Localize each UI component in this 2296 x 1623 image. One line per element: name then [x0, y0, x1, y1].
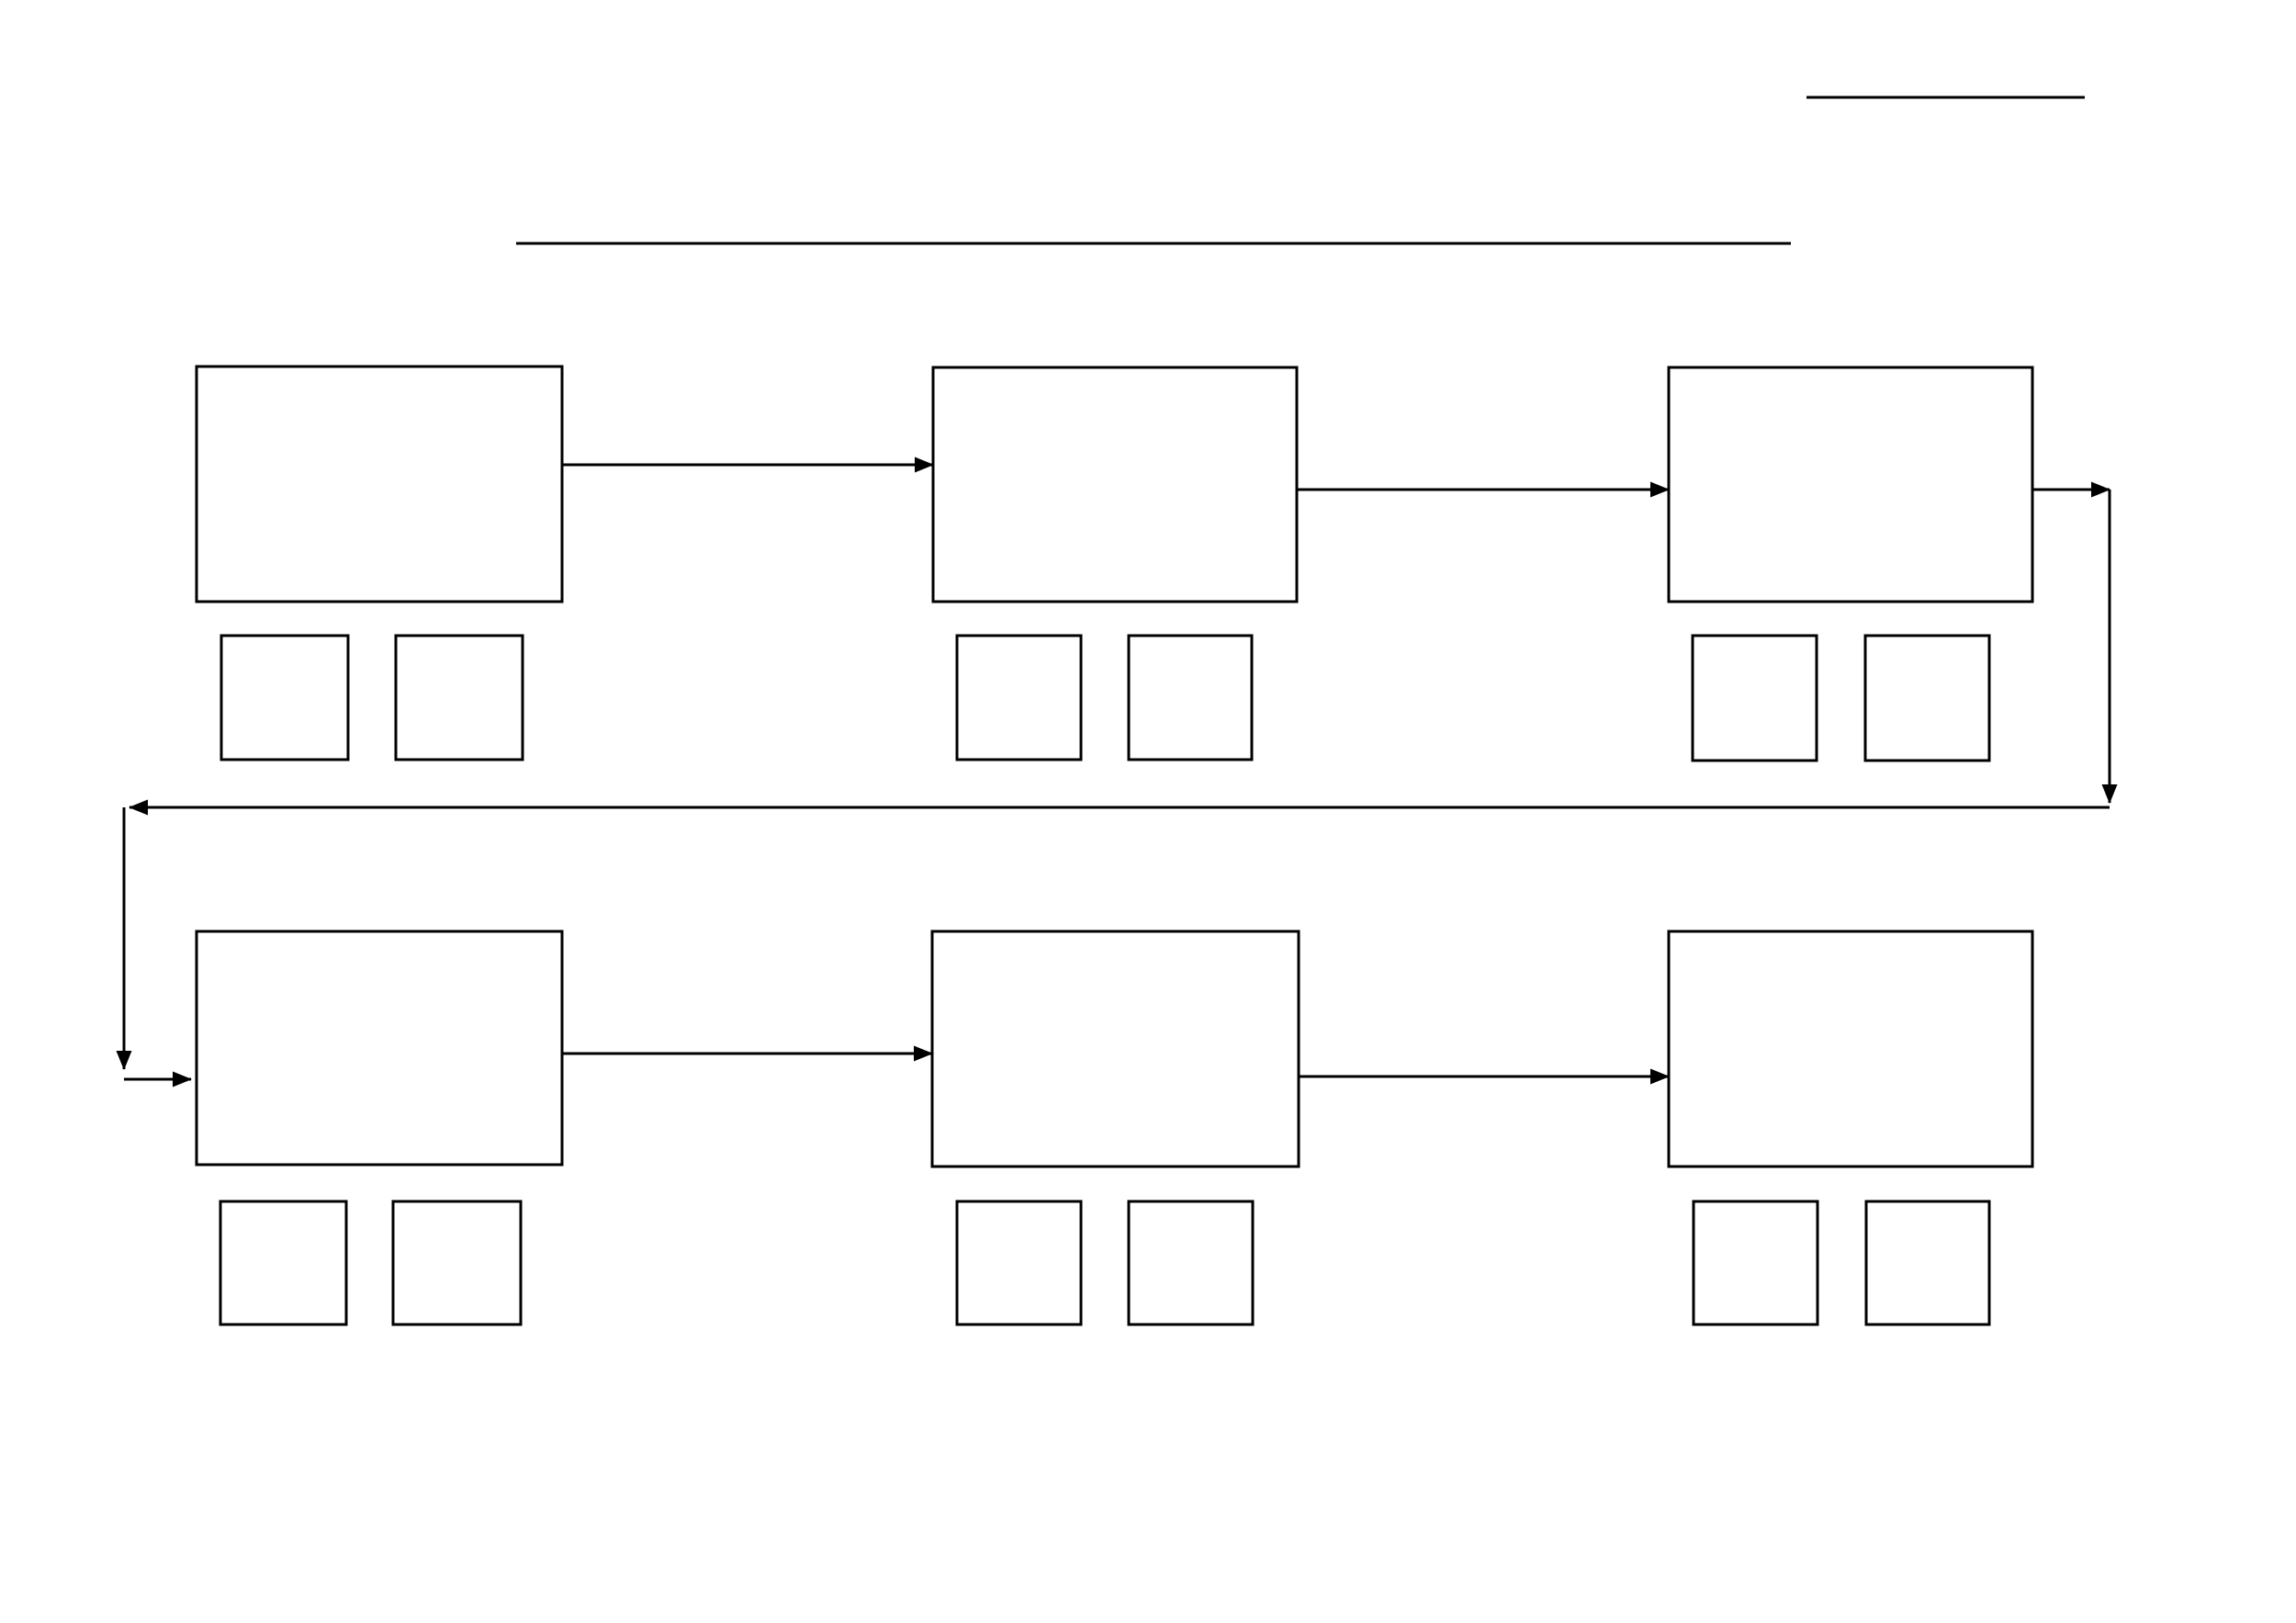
sub-square-step-4-sub-a[interactable]	[219, 1200, 348, 1326]
sub-square-step-5-sub-b[interactable]	[1127, 1200, 1255, 1326]
sub-square-step-1-sub-b[interactable]	[394, 634, 524, 761]
flow-box-step-2[interactable]	[931, 366, 1299, 603]
sub-square-step-3-sub-a[interactable]	[1691, 634, 1818, 762]
flow-box-step-3[interactable]	[1667, 366, 2034, 603]
sub-square-step-2-sub-b[interactable]	[1127, 634, 1254, 761]
sub-square-step-3-sub-b[interactable]	[1863, 634, 1991, 762]
flow-box-step-6[interactable]	[1667, 930, 2034, 1168]
sub-square-step-2-sub-a[interactable]	[955, 634, 1083, 761]
flow-box-step-1[interactable]	[195, 365, 564, 603]
sub-square-step-6-sub-a[interactable]	[1692, 1200, 1819, 1326]
flow-box-step-4[interactable]	[195, 930, 564, 1167]
sub-square-step-1-sub-a[interactable]	[219, 634, 350, 761]
sub-square-step-4-sub-b[interactable]	[391, 1200, 523, 1326]
flow-box-step-5[interactable]	[930, 930, 1300, 1168]
sub-square-step-6-sub-b[interactable]	[1864, 1200, 1991, 1326]
sub-square-step-5-sub-a[interactable]	[955, 1200, 1083, 1326]
